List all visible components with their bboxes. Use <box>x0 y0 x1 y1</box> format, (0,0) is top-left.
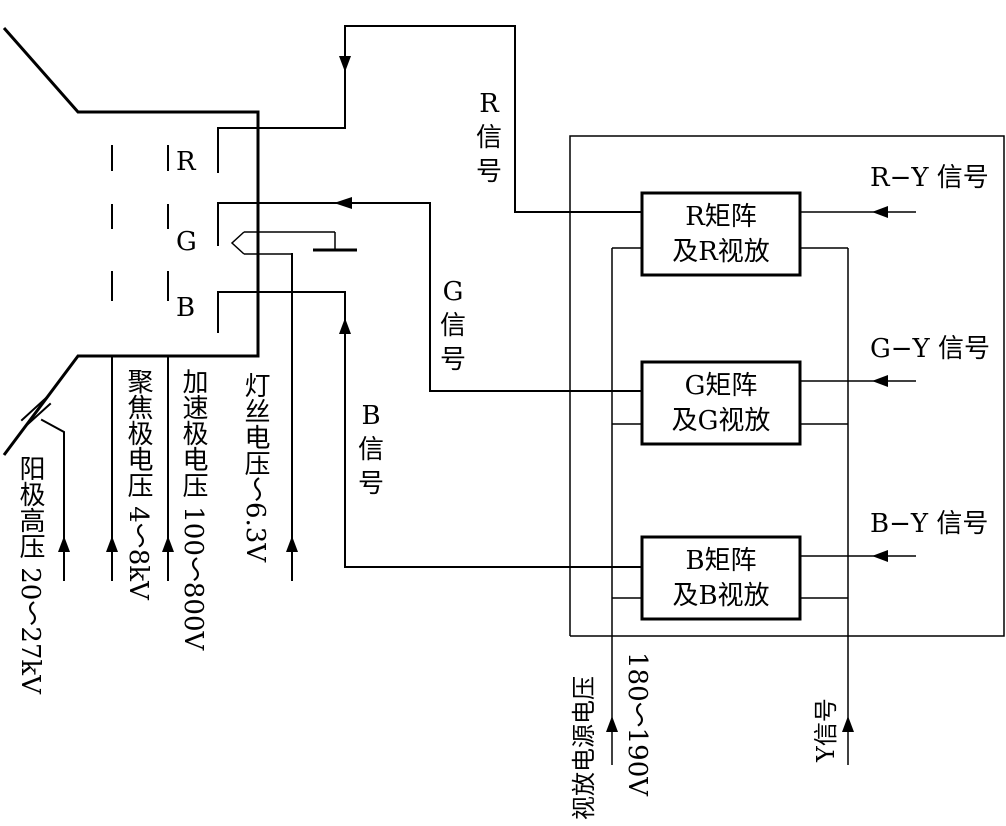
b-signal-char1: 信 <box>358 435 384 465</box>
picture-tube <box>2 27 357 581</box>
gun-label-r: R <box>176 147 197 177</box>
g-signal-char2: 号 <box>440 345 466 375</box>
focus-arrow <box>106 536 118 552</box>
matrix-r-line2: 及R视放 <box>672 237 770 267</box>
b-signal-char2: 号 <box>358 469 384 499</box>
matrix-b-line2: 及B视放 <box>672 581 769 611</box>
video-supply-label: 视放电源电压 <box>570 676 598 820</box>
video-supply-value-label: 180～190V <box>622 652 652 797</box>
ry-arrow <box>872 206 888 218</box>
matrix-r-line1: R矩阵 <box>685 202 757 232</box>
anode-arrow <box>58 536 70 552</box>
accel-arrow <box>162 536 174 552</box>
y-signal-label: Y信号 <box>812 698 840 763</box>
g-signal-arrow <box>334 197 352 209</box>
b-signal-arrow <box>339 318 351 334</box>
heater-voltage-label: 灯丝电压～6.3V <box>240 372 270 563</box>
by-input-label: B−Y 信号 <box>870 509 988 539</box>
matrix-g-line2: 及G视放 <box>672 406 771 436</box>
signal-wires <box>334 25 643 568</box>
video-supply-arrow <box>606 716 618 732</box>
r-signal-arrow <box>339 56 351 72</box>
anode-voltage-label: 阳极高压 20～27kV <box>15 455 45 695</box>
accel-voltage-label: 加速极电压 100～800V <box>178 368 208 652</box>
r-signal-char2: 号 <box>476 157 502 187</box>
heater-arrow <box>286 536 298 552</box>
r-signal-letter: R <box>479 89 500 119</box>
b-signal-letter: B <box>361 401 380 431</box>
gy-arrow <box>872 375 888 387</box>
matrix-g-line1: G矩阵 <box>685 371 758 401</box>
matrix-b-line1: B矩阵 <box>685 546 756 576</box>
matrix-block-r: R矩阵 及R视放 <box>640 191 802 277</box>
focus-voltage-label: 聚焦极电压 4～8kV <box>123 368 153 601</box>
matrix-block-g: G矩阵 及G视放 <box>640 360 802 446</box>
supply-leads <box>58 253 298 581</box>
ry-input-label: R−Y 信号 <box>870 163 989 193</box>
g-signal-char1: 信 <box>440 311 466 341</box>
by-arrow <box>872 550 888 562</box>
g-signal-letter: G <box>443 277 464 307</box>
video-amp-module <box>569 135 1005 765</box>
y-signal-arrow <box>842 716 854 732</box>
r-signal-char1: 信 <box>476 123 502 153</box>
gy-input-label: G−Y 信号 <box>870 334 990 364</box>
gun-label-g: G <box>176 227 197 257</box>
gun-label-b: B <box>176 293 195 323</box>
matrix-block-b: B矩阵 及B视放 <box>640 535 802 621</box>
